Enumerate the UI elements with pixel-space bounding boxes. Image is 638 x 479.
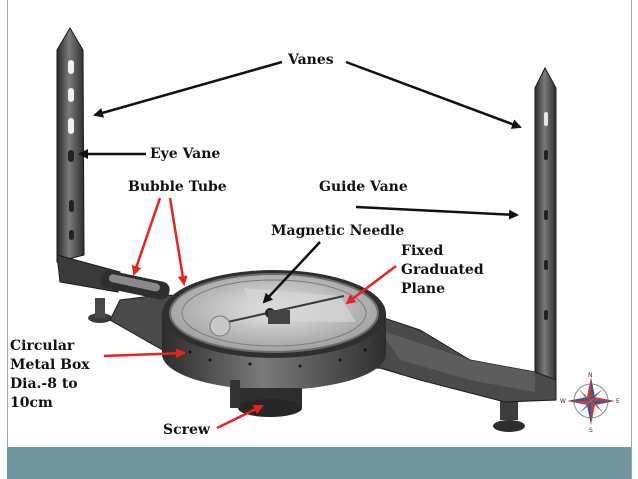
rose-w: W [560,398,566,405]
label-screw: Screw [163,422,210,438]
arrow-bubble-tube-2 [168,197,188,286]
label-eye-vane: Eye Vane [150,146,221,162]
arrow-screw [216,404,264,430]
label-bubble-tube: Bubble Tube [128,179,227,195]
rose-s: S [589,427,593,434]
compass-rose-icon: N S E W [560,372,620,434]
slide-left-border [7,0,8,479]
arrow-metal-box [103,348,186,359]
arrow-fixed-plane [345,265,397,305]
footer-band [7,447,631,479]
eye-vane [56,27,121,323]
label-guide-vane: Guide Vane [319,179,408,195]
black-arrows [78,60,522,304]
slide-right-border [631,0,632,479]
arrow-vanes-right [345,60,522,129]
arrow-bubble-tube-1 [131,197,162,276]
label-vanes: Vanes [288,52,334,68]
red-arrows [103,197,397,430]
label-circular-metal-box: Circular Metal Box Dia.-8 to 10cm [10,338,90,411]
rose-e: E [616,398,620,405]
arrow-guide-vane [355,205,519,220]
bubble-tube [100,270,170,300]
compass-instrument [56,27,557,432]
label-magnetic-needle: Magnetic Needle [271,223,405,239]
guide-vane [493,66,557,432]
label-fixed-graduated-plane: Fixed Graduated Plane [401,243,484,297]
arrow-vanes-left [93,60,283,118]
arrow-magnetic-needle [262,241,321,304]
circular-metal-box [162,270,386,390]
rose-n: N [588,372,593,379]
